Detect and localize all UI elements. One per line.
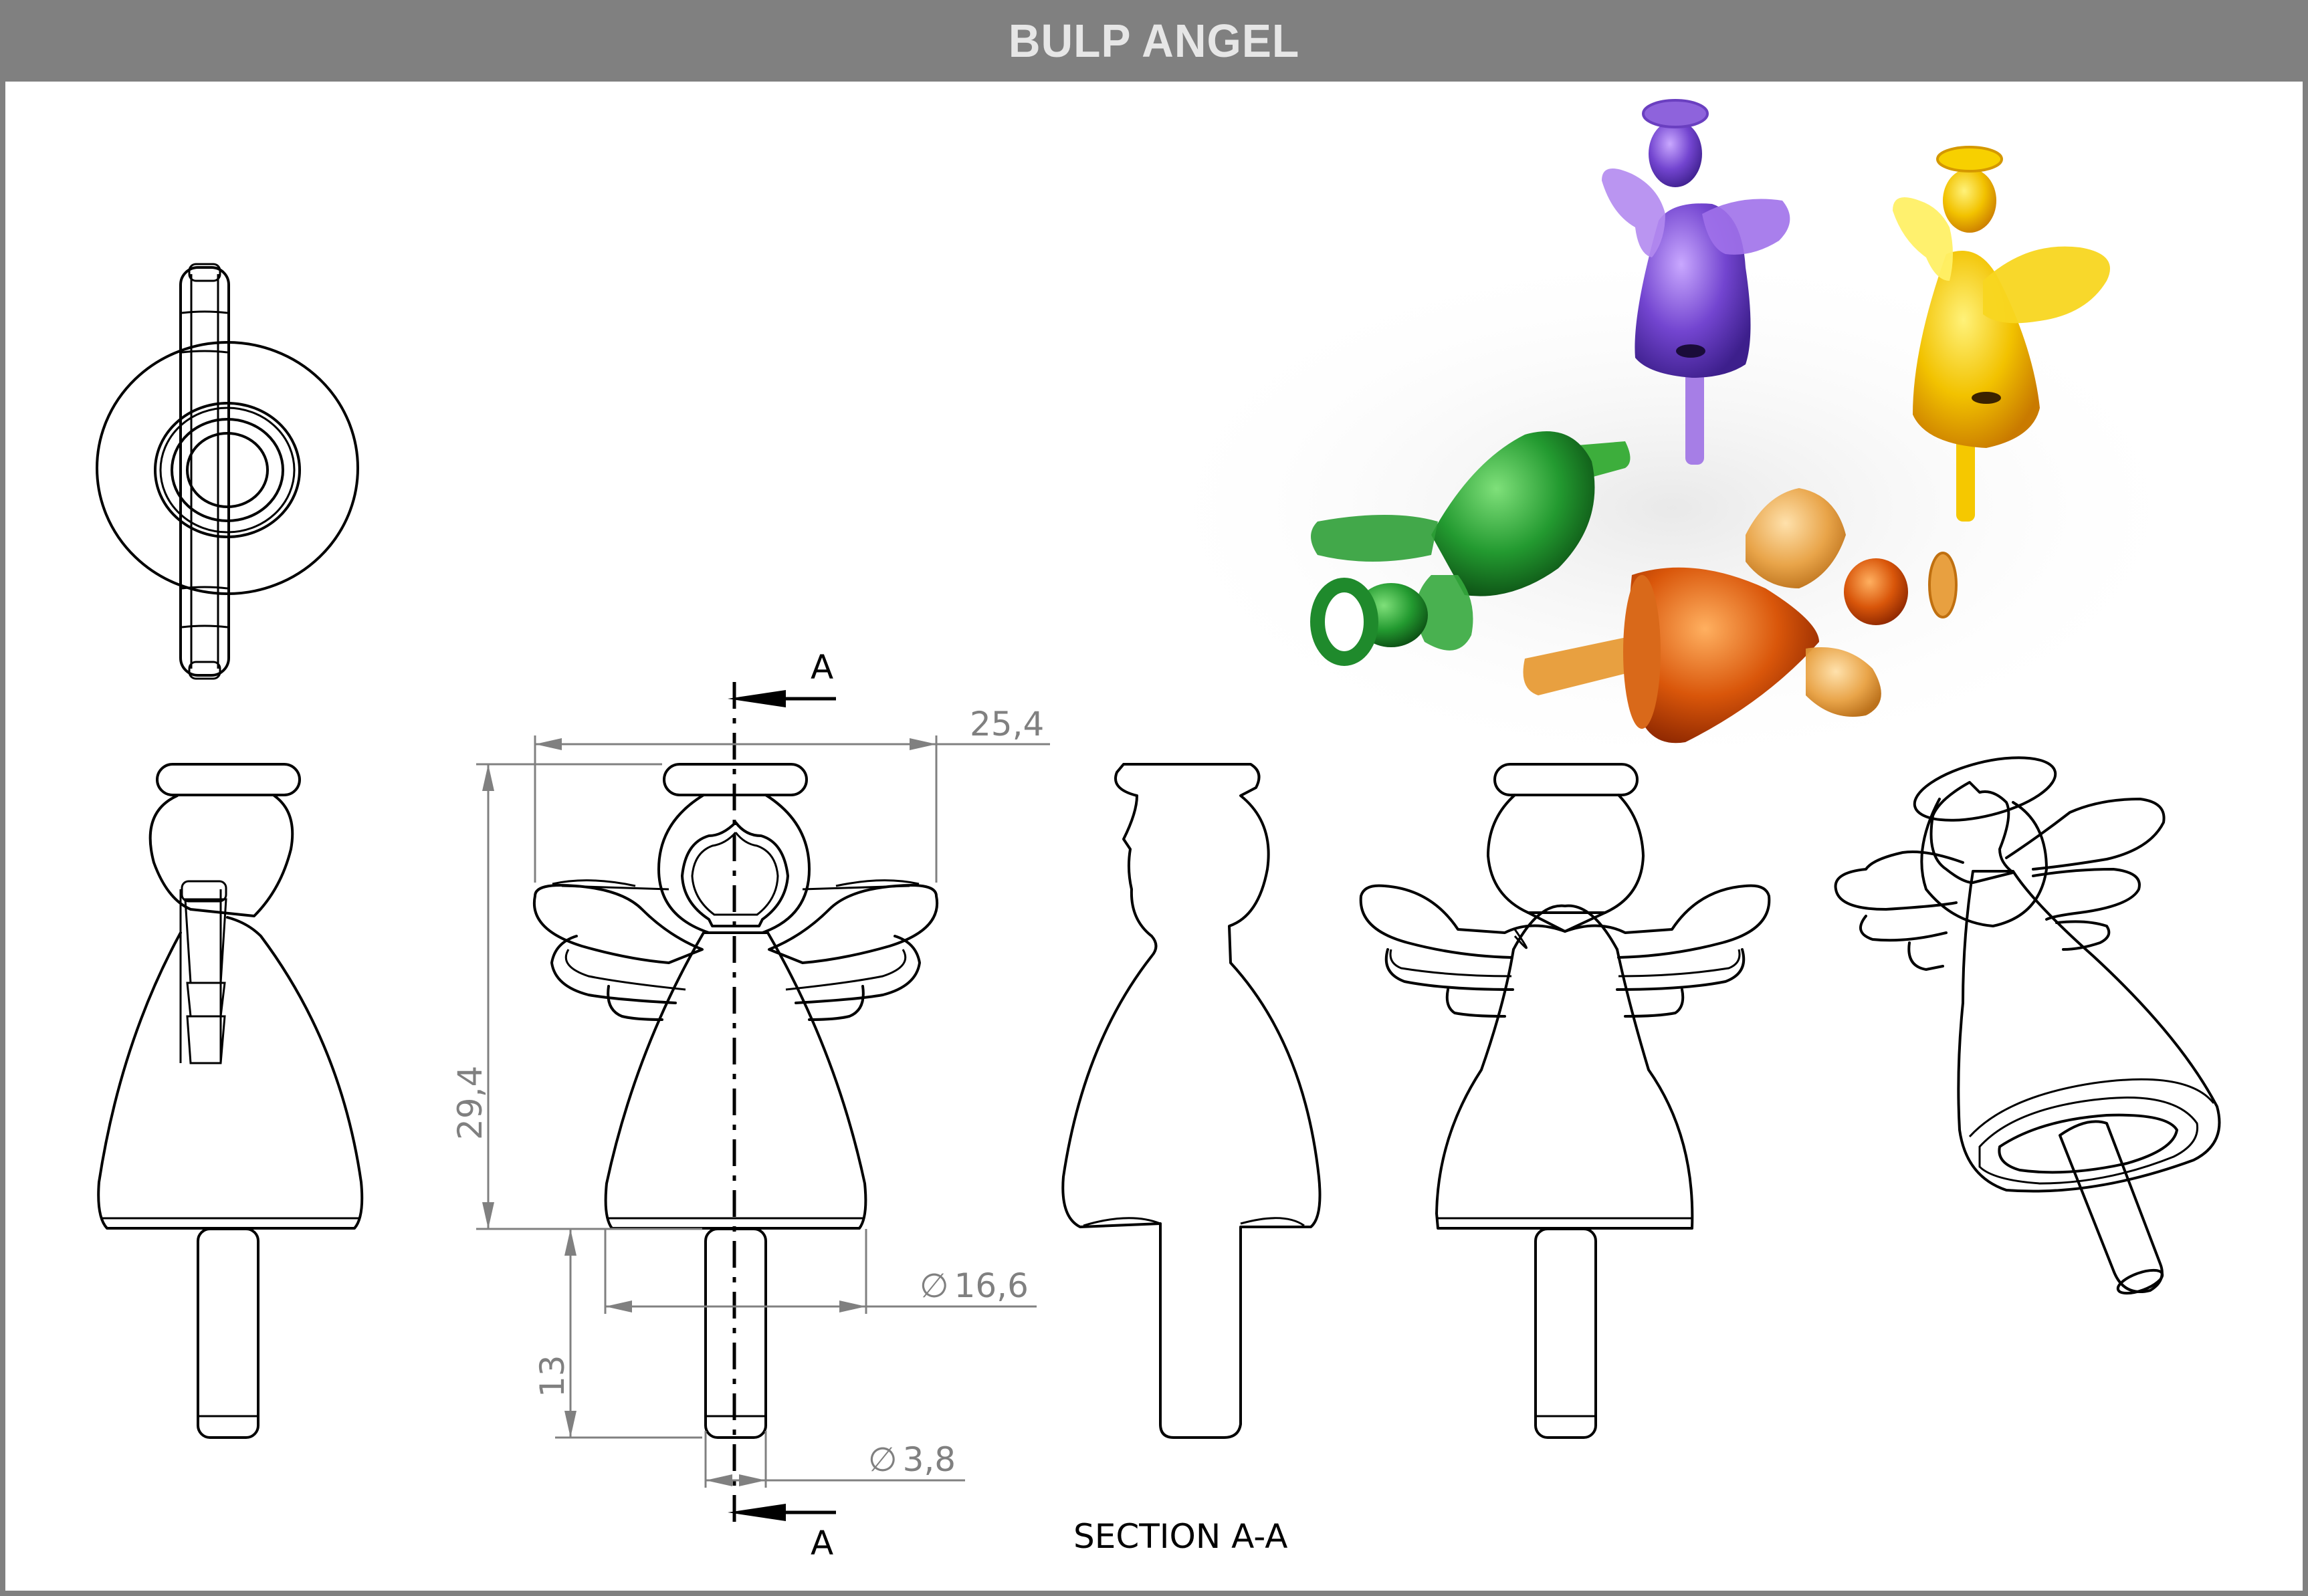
section-markers: A A SECTION A-A	[728, 648, 1287, 1563]
front-view	[532, 682, 939, 1531]
section-marker-top: A	[811, 648, 833, 687]
section-title: SECTION A-A	[1073, 1517, 1287, 1556]
render-green-angel	[1310, 431, 1631, 666]
rendered-angels	[1137, 99, 2207, 776]
title-bar: BULP ANGEL	[0, 0, 2308, 82]
render-yellow-angel	[1893, 146, 2110, 522]
isometric-view	[1834, 756, 2221, 1295]
render-orange-angel	[1523, 488, 1958, 744]
side-view	[97, 763, 364, 1439]
dim-pin-diameter: ∅3,8	[868, 1440, 956, 1479]
render-purple-angel	[1602, 99, 1790, 465]
dim-base-diameter: ∅16,6	[920, 1266, 1029, 1305]
dim-pin-length: 13	[533, 1355, 572, 1397]
dim-height: 29,4	[451, 1066, 490, 1140]
dimensions: 25,4 29,4 ∅16,6 13 ∅3,8	[451, 705, 1050, 1488]
back-view	[1359, 763, 1771, 1439]
section-view	[1061, 763, 1322, 1439]
top-view	[96, 263, 359, 680]
dim-width: 25,4	[970, 705, 1044, 744]
section-marker-bottom: A	[811, 1524, 833, 1563]
drawing-title: BULP ANGEL	[1008, 15, 1300, 67]
